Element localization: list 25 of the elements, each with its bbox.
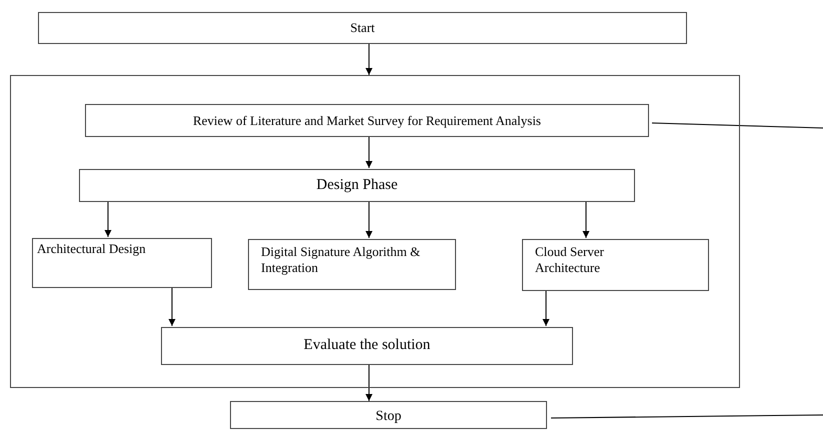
arrow	[366, 44, 372, 76]
process-box	[32, 238, 212, 288]
arrow	[582, 200, 590, 238]
arrow	[542, 290, 550, 326]
arrow	[366, 200, 372, 238]
process-box	[248, 239, 456, 290]
node-label: Architectural Design	[37, 241, 146, 258]
arrow	[366, 136, 372, 168]
process-box	[161, 327, 573, 365]
node-label: Review of Literature and Market Survey for Requirement Analysis	[192, 112, 541, 130]
start-box	[38, 12, 687, 44]
process-box	[85, 104, 649, 137]
arrow	[104, 200, 112, 238]
stop-box	[230, 401, 547, 429]
node-label: Digital Signature Algorithm & Integration	[261, 244, 422, 276]
process-group-box	[10, 75, 740, 388]
node-label: Evaluate the solution	[304, 336, 430, 355]
node-label: Start	[350, 19, 375, 38]
process-box	[522, 239, 709, 291]
node-label: Cloud Server Architecture	[535, 244, 605, 276]
arrow	[366, 364, 372, 402]
node-label: Stop	[376, 408, 402, 426]
arrow	[168, 286, 176, 326]
node-label: Design Phase	[316, 176, 398, 196]
process-box	[79, 169, 635, 202]
